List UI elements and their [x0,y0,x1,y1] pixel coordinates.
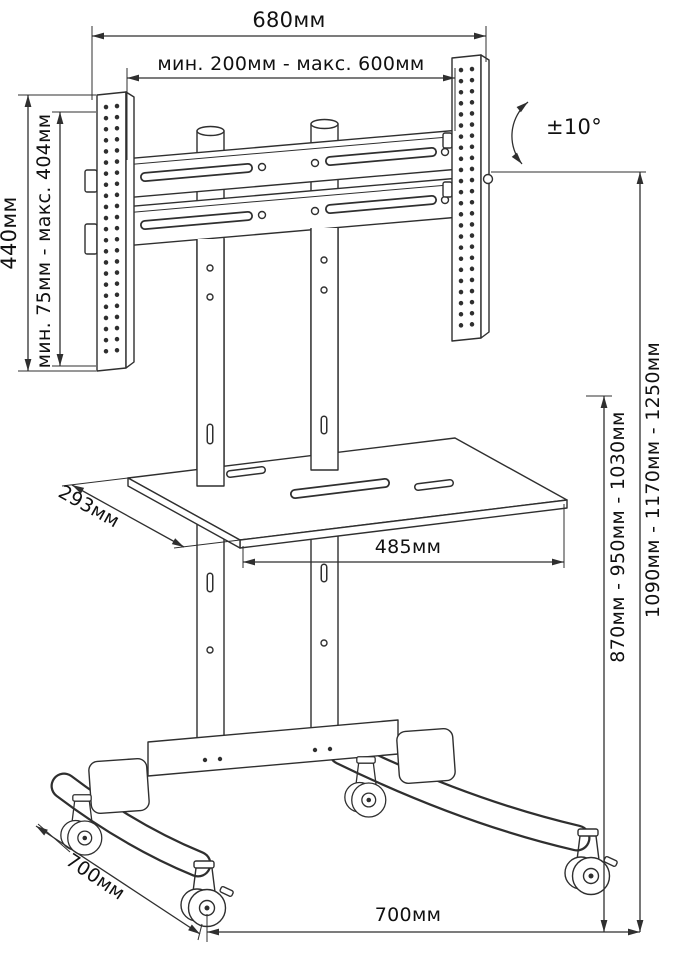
dim-shelf-height-positions: 870мм - 950мм - 1030мм [586,395,629,932]
dim-mount-height-positions: 1090мм - 1170мм - 1250мм [491,171,664,932]
label-base-depth: 700мм [62,849,129,904]
dim-mount-total-width: 680мм [91,8,487,100]
label-shelf-height-positions: 870мм - 950мм - 1030мм [607,411,629,662]
label-shelf-width: 485мм [375,536,441,558]
dim-base-width: 700мм [206,904,640,942]
tension-knob [482,173,494,185]
label-mount-total-width: 680мм [252,8,325,32]
label-mount-height-positions: 1090мм - 1170мм - 1250мм [642,342,664,618]
dim-bracket-height-total: 440мм [0,94,96,372]
label-base-width: 700мм [375,904,441,926]
label-bracket-height-total: 440мм [0,196,21,269]
tilt-arrow-icon [511,101,529,165]
dim-bracket-height-range: мин. 75мм - макс. 404мм [33,111,96,369]
shelf [127,437,568,549]
column-front-segments [196,228,339,487]
left-leg-joint [88,757,150,815]
dim-tilt-range: ±10° [511,101,602,165]
column-adjustment-holes [206,256,328,654]
label-tilt-range: ±10° [546,115,602,139]
label-mount-width-range: мин. 200мм - макс. 600мм [157,53,424,75]
dim-mount-width-range: мин. 200мм - макс. 600мм [126,53,456,160]
left-tv-bracket [84,91,135,372]
right-tv-bracket [442,54,494,342]
dim-shelf-width: 485мм [242,504,565,568]
caster-brake-front-left [219,885,234,897]
lower-mounting-rail [111,177,461,248]
right-leg-joint [396,728,456,784]
label-shelf-depth: 293мм [55,481,124,532]
right-leg [328,738,591,852]
label-bracket-height-range: мин. 75мм - макс. 404мм [33,114,55,369]
